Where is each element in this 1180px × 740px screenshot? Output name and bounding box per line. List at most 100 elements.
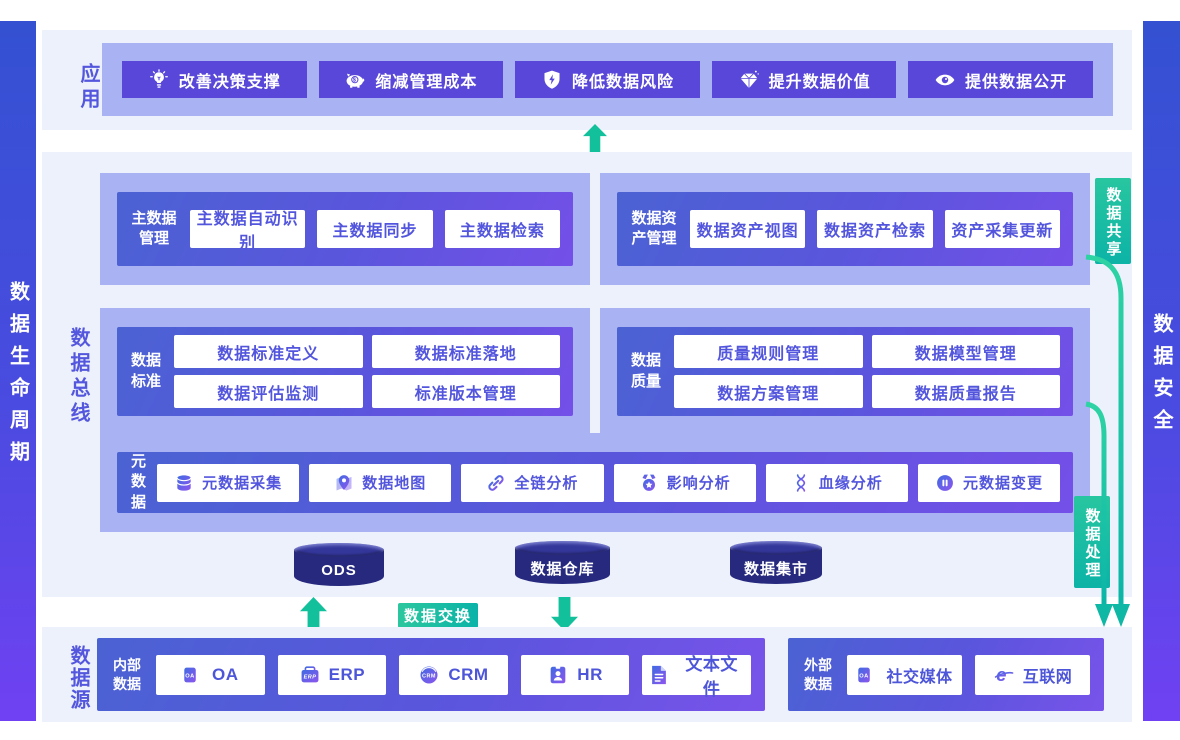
button-label: 数据标准定义	[217, 345, 320, 363]
app-button-reduce-cost[interactable]: $ 缩减管理成本	[318, 61, 504, 98]
eye-icon	[935, 74, 955, 85]
asset-collect-update-button[interactable]: 资产采集更新	[944, 210, 1060, 248]
application-band-label: 应用	[77, 63, 99, 113]
data-standard-panel: 数据标准 数据标准定义 数据标准落地 数据评估监测 标准版本管理	[117, 327, 573, 416]
button-label: 数据资产检索	[823, 223, 926, 240]
master-auto-identify-button[interactable]: 主数据自动识别	[190, 210, 306, 252]
process-flow-arrowhead	[1095, 604, 1113, 627]
standard-evaluate-button[interactable]: 数据评估监测	[174, 375, 363, 408]
external-data-panel: 外部数据 OA 社交媒体 e 互联网	[788, 638, 1104, 711]
quality-model-button[interactable]: 数据模型管理	[871, 335, 1060, 368]
data-quality-grid: 质量规则管理 数据模型管理 数据方案管理 数据质量报告	[674, 335, 1060, 408]
button-label: 资产采集更新	[951, 223, 1054, 240]
meta-change-button[interactable]: 元数据变更	[917, 463, 1061, 502]
quality-report-button[interactable]: 数据质量报告	[871, 375, 1060, 408]
data-asset-title: 数据资产管理	[631, 209, 677, 247]
button-label: 主数据自动识别	[196, 211, 299, 252]
button-label: 数据评估监测	[217, 385, 320, 403]
source-internet-button[interactable]: e 互联网	[975, 654, 1090, 695]
data-standard-title: 数据标准	[130, 352, 161, 390]
button-label: OA	[212, 664, 239, 684]
standard-version-button[interactable]: 标准版本管理	[371, 375, 560, 408]
left-rail-label: 数据生命周期	[6, 281, 29, 473]
tag-data-exchange: 数据交换	[398, 603, 478, 628]
app-button-decision-support[interactable]: 改善决策支撑	[122, 61, 307, 98]
standard-landing-button[interactable]: 数据标准落地	[371, 335, 560, 368]
data-bus-band: 数据总线 主数据管理 主数据自动识别 主数据同步 主数据检索 数据资产管理 数据…	[42, 152, 1132, 597]
data-asset-panel: 数据资产管理 数据资产视图 数据资产检索 资产采集更新	[617, 192, 1073, 266]
button-label: 血缘分析	[818, 475, 883, 492]
meta-collect-button[interactable]: 元数据采集	[157, 463, 300, 502]
crm-icon: CRM	[420, 665, 438, 684]
app-button-label: 改善决策支撑	[178, 73, 281, 91]
tag-label: 数据交换	[403, 608, 472, 625]
source-hr-button[interactable]: HR	[520, 654, 630, 695]
standard-define-button[interactable]: 数据标准定义	[174, 335, 363, 368]
button-label: 数据方案管理	[717, 385, 820, 403]
tag-data-sharing: 数据共享	[1095, 178, 1131, 264]
app-button-lower-risk[interactable]: 降低数据风险	[515, 61, 700, 98]
data-standard-container: 数据标准 数据标准定义 数据标准落地 数据评估监测 标准版本管理	[100, 308, 590, 435]
database-icon	[176, 474, 192, 491]
dna-icon	[796, 473, 805, 492]
source-social-media-button[interactable]: OA 社交媒体	[847, 654, 962, 695]
svg-text:OA: OA	[185, 673, 194, 679]
share-flow-arrowhead	[1112, 604, 1130, 627]
source-text-file-button[interactable]: 文本文件	[642, 654, 751, 699]
meta-lineage-analysis-button[interactable]: 血缘分析	[765, 463, 908, 502]
store-data-mart: 数据集市	[730, 541, 822, 584]
button-label: 全链分析	[514, 475, 579, 492]
oa-icon: OA	[184, 667, 203, 682]
app-button-open-data[interactable]: 提供数据公开	[908, 61, 1093, 98]
data-quality-panel: 数据质量 质量规则管理 数据模型管理 数据方案管理 数据质量报告	[617, 327, 1073, 416]
master-data-container: 主数据管理 主数据自动识别 主数据同步 主数据检索	[100, 173, 590, 285]
meta-full-chain-button[interactable]: 全链分析	[461, 463, 604, 502]
tag-label: 数据处理	[1083, 507, 1101, 580]
asset-view-button[interactable]: 数据资产视图	[690, 210, 806, 248]
button-label: 数据质量报告	[914, 385, 1017, 403]
store-label: ODS	[321, 561, 357, 579]
button-label: ERP	[328, 664, 366, 684]
source-crm-button[interactable]: CRM CRM	[399, 654, 508, 695]
app-button-label: 提升数据价值	[768, 73, 871, 91]
master-search-button[interactable]: 主数据检索	[444, 210, 560, 248]
left-rail-data-lifecycle: 数据生命周期	[0, 21, 36, 721]
meta-data-map-button[interactable]: 数据地图	[309, 463, 452, 502]
application-tray: 改善决策支撑 $ 缩减管理成本 降低数据	[102, 43, 1113, 116]
meta-impact-analysis-button[interactable]: 影响分析	[613, 463, 756, 502]
store-label: 数据仓库	[530, 560, 595, 578]
right-rail-label: 数据安全	[1150, 313, 1172, 441]
piggy-bank-icon: $	[346, 73, 365, 88]
source-oa-button[interactable]: OA OA	[156, 654, 265, 695]
data-source-band: 数据源 内部数据 OA OA ERP	[42, 627, 1132, 722]
data-asset-container: 数据资产管理 数据资产视图 数据资产检索 资产采集更新	[600, 173, 1090, 285]
app-button-raise-value[interactable]: 提升数据价值	[711, 61, 897, 98]
lightbulb-icon	[149, 68, 168, 88]
button-label: 文本文件	[685, 654, 738, 699]
master-sync-button[interactable]: 主数据同步	[317, 210, 433, 248]
change-icon	[937, 474, 953, 491]
button-label: 社交媒体	[886, 668, 953, 686]
store-ods: ODS	[294, 543, 384, 586]
button-label: 影响分析	[666, 475, 731, 492]
button-label: 数据地图	[362, 475, 427, 492]
master-data-title: 主数据管理	[131, 209, 177, 247]
erp-icon: ERP	[301, 665, 319, 682]
asset-search-button[interactable]: 数据资产检索	[817, 210, 933, 248]
svg-text:ERP: ERP	[303, 674, 316, 680]
quality-plan-button[interactable]: 数据方案管理	[674, 375, 863, 408]
source-erp-button[interactable]: ERP ERP	[277, 654, 387, 695]
gem-icon	[740, 70, 759, 88]
internal-data-panel: 内部数据 OA OA ERP ERP	[97, 638, 765, 711]
internet-icon: e	[994, 664, 1014, 685]
metadata-panel: 元数据 元数据采集 数据地图	[117, 452, 1073, 513]
svg-text:CRM: CRM	[422, 673, 436, 679]
map-pin-icon	[336, 474, 352, 490]
data-quality-container: 数据质量 质量规则管理 数据模型管理 数据方案管理 数据质量报告	[600, 308, 1090, 435]
quality-rule-button[interactable]: 质量规则管理	[674, 335, 863, 368]
button-label: CRM	[448, 664, 489, 684]
button-label: HR	[577, 664, 603, 684]
app-button-label: 降低数据风险	[571, 73, 674, 91]
button-label: 标准版本管理	[414, 385, 517, 403]
